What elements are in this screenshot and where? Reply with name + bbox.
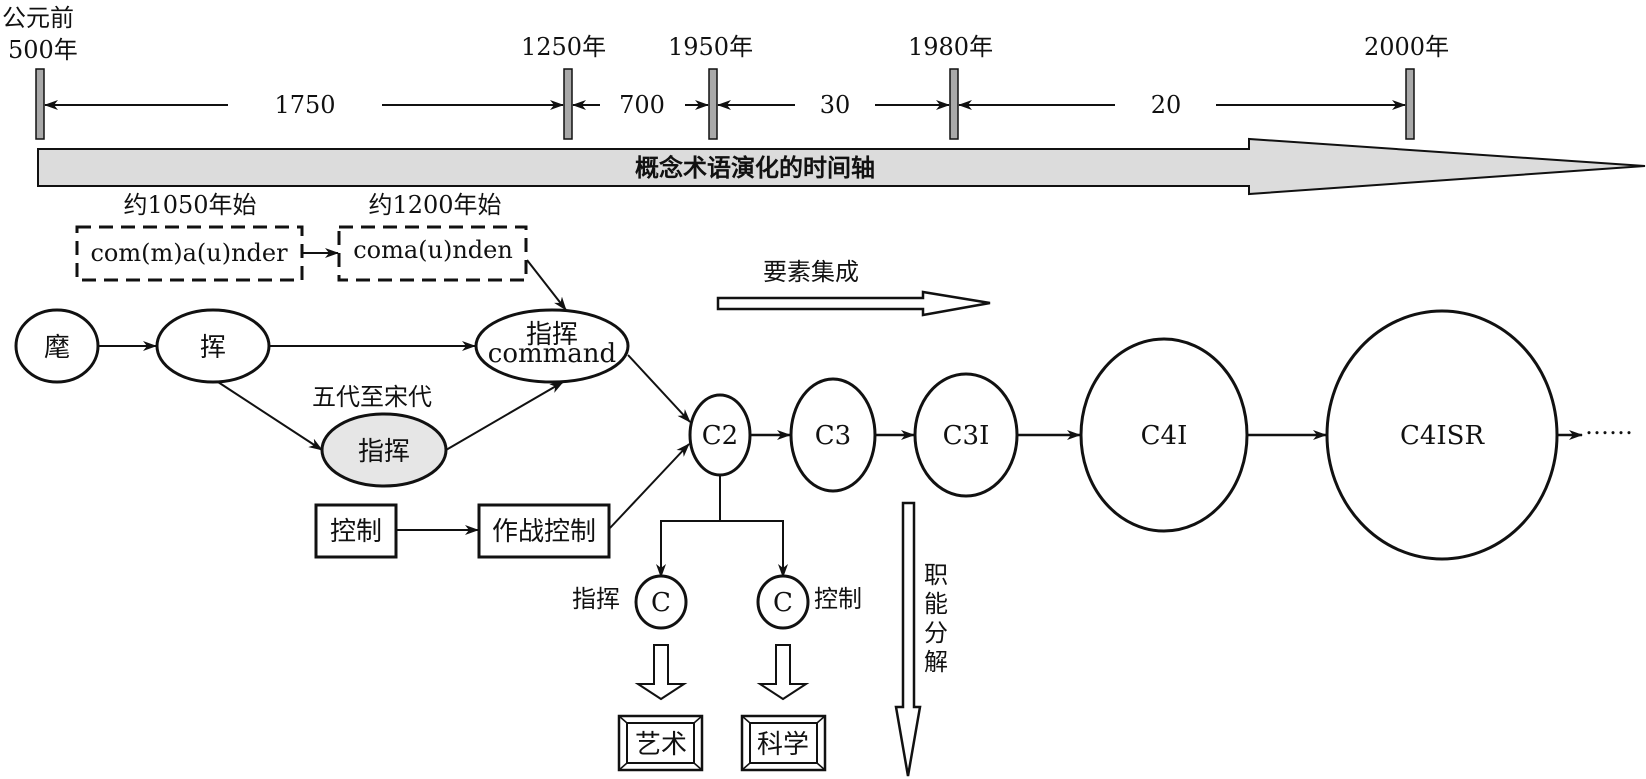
tick-marker-1950 [708, 68, 718, 140]
tick-label-1980: 1980年 [908, 33, 993, 61]
c-command-caption: 指挥 [572, 585, 620, 613]
result-box-art [617, 714, 704, 772]
decomposition-arrow [894, 501, 922, 777]
node-zhihui-command-en: command [488, 339, 616, 369]
node-c3i-label: C3I [943, 421, 990, 451]
node-zhihui-shaded-label: 指挥 [358, 437, 410, 467]
tick-label-1250: 1250年 [521, 33, 606, 61]
node-hui-label: 挥 [200, 333, 226, 363]
edge-hui-zhihui-shaded [217, 381, 323, 451]
span-label-20: 20 [1151, 91, 1182, 119]
node-c4i-label: C4I [1141, 421, 1188, 451]
node-c-control [756, 574, 810, 630]
time-axis-label: 概念术语演化的时间轴 [635, 153, 875, 182]
node-hui-flag-label: 麾 [44, 333, 70, 363]
node-zuozhan-kongzhi [477, 503, 611, 559]
node-c4isr-label: C4ISR [1400, 421, 1486, 451]
etymology-text-comaunden: coma(u)nden [353, 236, 513, 264]
span-label-700: 700 [619, 91, 665, 119]
edge-c2-split-right [720, 520, 784, 575]
span-label-30: 30 [820, 91, 851, 119]
integration-arrow [716, 290, 991, 317]
decomposition-char-2: 能 [924, 590, 948, 618]
integration-label: 要素集成 [763, 258, 859, 286]
node-c3-label: C3 [815, 421, 851, 451]
decomposition-char-4: 解 [924, 648, 948, 676]
node-zuozhan-kongzhi-label: 作战控制 [492, 517, 596, 547]
tick-marker-1980 [949, 68, 959, 140]
edge-box1200-command [526, 259, 567, 311]
down-arrow-art [634, 644, 688, 701]
tick-label-2000: 2000年 [1364, 33, 1449, 61]
time-axis-arrow [37, 137, 1646, 196]
result-art-label: 艺术 [635, 730, 687, 760]
result-box-science [740, 714, 827, 772]
span-label-1750: 1750 [274, 91, 335, 119]
node-c-control-label: C [773, 588, 793, 618]
edge-c2-split [660, 475, 721, 575]
node-kongzhi [314, 503, 398, 559]
tick-marker-2000 [1405, 68, 1415, 140]
node-c-command [634, 574, 688, 630]
tick-marker-bc500 [35, 68, 45, 140]
era-label: 五代至宋代 [312, 383, 432, 411]
continuation-ellipsis: …… [1585, 412, 1633, 440]
decomposition-char-3: 分 [924, 619, 948, 647]
tick-label-bc500: 500年 [8, 36, 78, 64]
down-arrow-science [756, 644, 810, 701]
result-science-label: 科学 [757, 730, 809, 760]
node-c-command-label: C [651, 588, 671, 618]
etymology-box-1200 [337, 225, 528, 282]
node-c2-label: C2 [702, 421, 738, 451]
edge-zuozhan-c2 [609, 443, 690, 529]
c-control-caption: 控制 [814, 585, 862, 613]
decomposition-char-1: 职 [924, 561, 948, 589]
tick-label-1950: 1950年 [668, 33, 753, 61]
etymology-text-commaunder: com(m)a(u)nder [90, 239, 288, 267]
node-zhihui-command-cn: 指挥 [526, 320, 578, 350]
node-kongzhi-label: 控制 [330, 517, 382, 547]
etymology-caption-1200: 约1200年始 [368, 191, 501, 219]
edge-zhihui-shaded-command [445, 381, 564, 451]
edge-command-c2 [627, 354, 691, 423]
tick-marker-1250 [563, 68, 573, 140]
etymology-caption-1050: 约1050年始 [123, 191, 256, 219]
tick-label-bc500-line1: 公元前 [2, 4, 74, 32]
